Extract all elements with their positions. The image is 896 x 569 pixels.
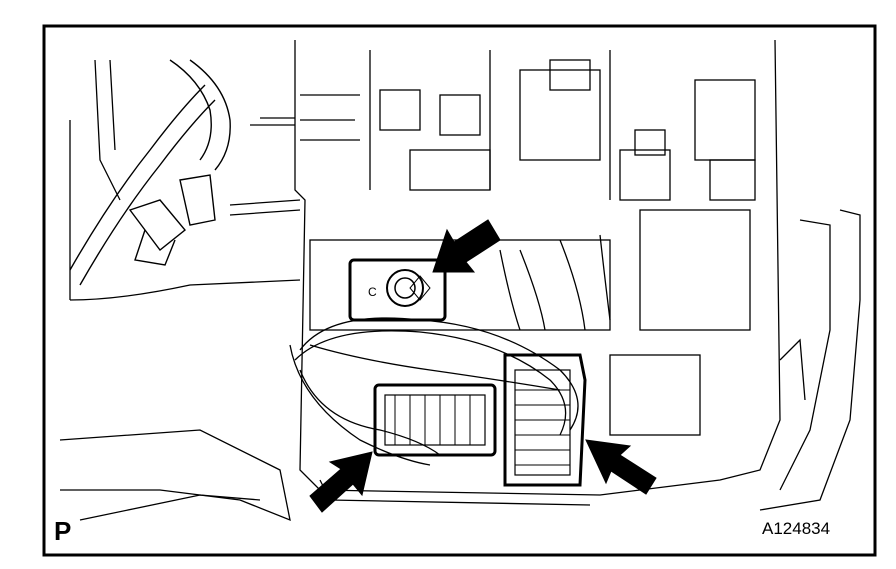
figure-id-label: A124834 xyxy=(762,519,831,538)
arrow-left-connector xyxy=(309,451,373,513)
right-connector xyxy=(503,353,587,487)
wiring-harness-upper xyxy=(69,59,231,286)
bolt-bracket xyxy=(348,258,447,322)
figure-frame xyxy=(42,24,877,557)
junction-block xyxy=(250,39,781,506)
arrow-right-connector xyxy=(585,439,657,495)
view-code-label: P xyxy=(54,516,72,546)
vehicle-body-lines xyxy=(59,59,861,522)
bolt-icon xyxy=(386,269,424,307)
connector-wires xyxy=(289,234,611,466)
left-connector xyxy=(373,383,497,457)
arrow-bolt xyxy=(432,219,501,273)
arrow-icon xyxy=(309,219,657,513)
bolt-marking: C xyxy=(368,285,377,299)
